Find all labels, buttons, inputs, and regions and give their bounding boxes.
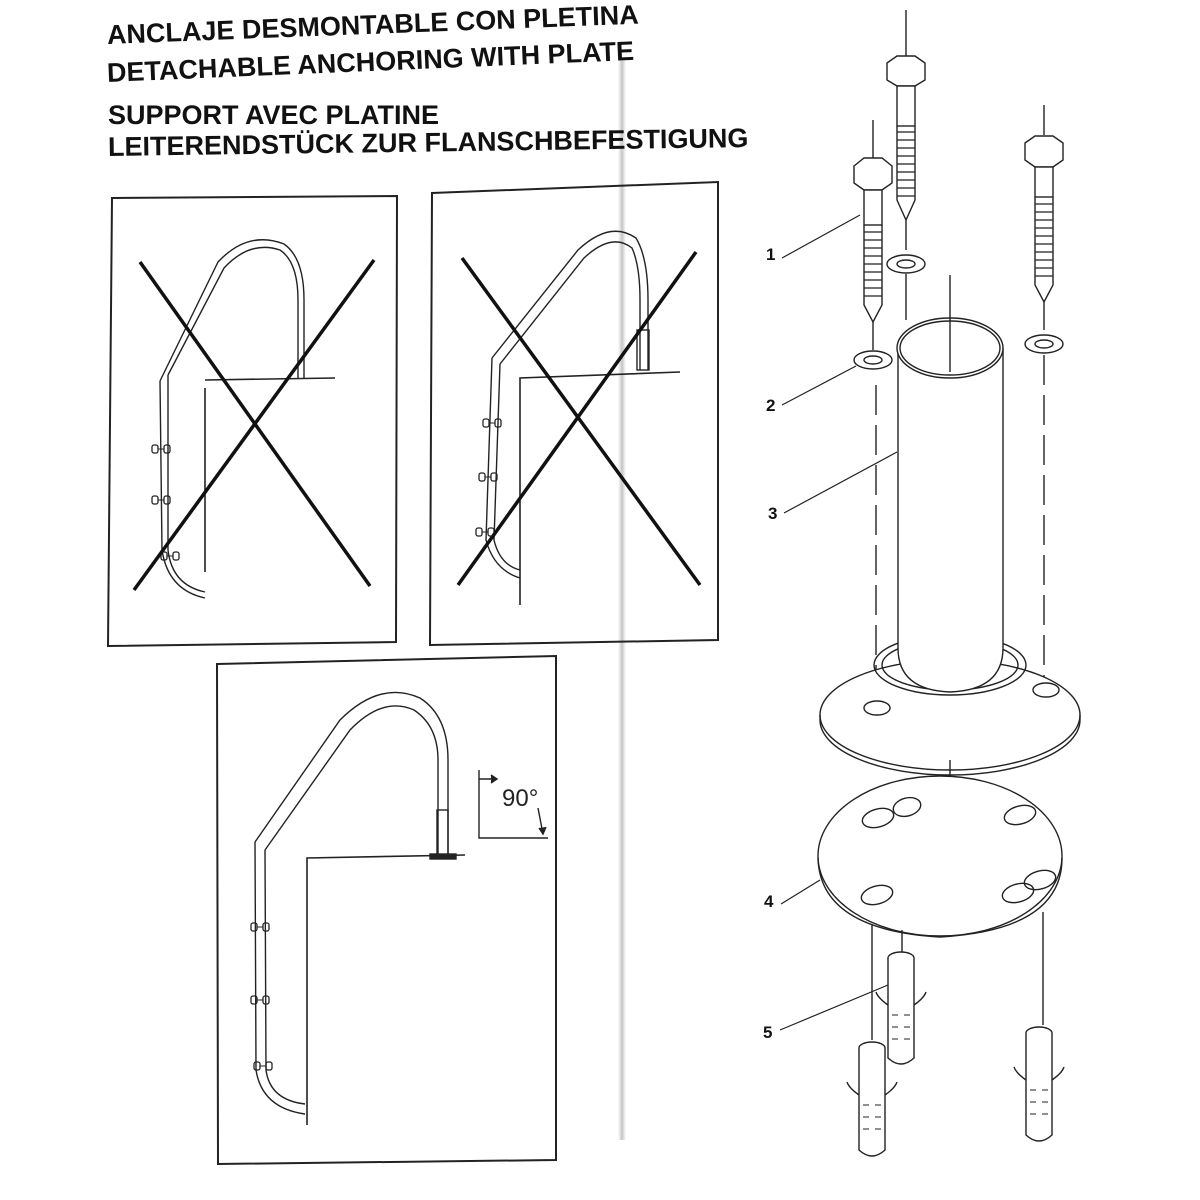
angle-90-label: 90° [502,785,539,812]
ladder-handrail [159,239,305,599]
callout-3: 3 [768,504,778,523]
paper-fold-line [618,60,626,1140]
cross-x-icon [132,258,376,592]
wall-plug-icon [1013,1026,1065,1142]
callout-4: 4 [764,892,774,911]
right-angle-indicator [478,770,548,839]
panel-incorrect-1 [106,194,399,648]
wall-plug-icon [846,1041,898,1157]
panel-correct [215,654,557,1166]
lag-screw-icon [853,157,893,324]
lag-screw-icon [1024,135,1064,304]
ladder-handrail [254,691,457,1115]
callout-leaders [779,214,898,1031]
cross-x-icon [456,250,702,587]
title-french: SUPPORT AVEC PLATINE [108,100,440,130]
mounting-plate-icon [817,775,1063,938]
lag-screw-icon [886,55,926,222]
callout-2: 2 [766,396,776,415]
exploded-view [779,10,1081,1157]
callout-1: 1 [766,245,776,264]
panel-incorrect-2 [428,180,719,647]
ladder-handrail [485,230,650,579]
callout-5: 5 [763,1023,773,1042]
wall-plug-icon [875,951,927,1065]
